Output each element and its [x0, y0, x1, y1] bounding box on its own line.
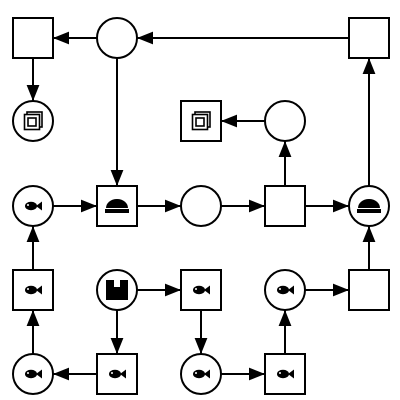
- square-node-n-r4-c3: [180, 269, 222, 311]
- notched-square-icon: [106, 280, 128, 300]
- fish-icon: [25, 201, 42, 211]
- fish-icon: [277, 285, 294, 295]
- edges-layer: [26, 31, 376, 381]
- square-node-n-r5-c2: [96, 353, 138, 395]
- dome-icon: [105, 199, 129, 213]
- stacked-squares-icon: [23, 111, 43, 131]
- circle-node-n-r5-c1: [12, 353, 54, 395]
- circle-node-n-r3-c5: [348, 185, 390, 227]
- fish-icon: [25, 285, 42, 295]
- fish-icon: [25, 369, 42, 379]
- circle-node-n-r2-left: [12, 100, 54, 142]
- square-node-n-r4-c5: [348, 269, 390, 311]
- fish-icon: [193, 369, 210, 379]
- square-node-n-r3-c2: [96, 185, 138, 227]
- fish-icon: [193, 285, 210, 295]
- circle-node-n-r2-right: [264, 100, 306, 142]
- square-node-n-r4-c1: [12, 269, 54, 311]
- circle-node-n-r4-c2: [96, 269, 138, 311]
- circle-node-n-top-mid: [96, 17, 138, 59]
- square-node-n-r2-mid: [180, 100, 222, 142]
- square-node-n-r3-c4: [264, 185, 306, 227]
- square-node-n-top-left: [12, 17, 54, 59]
- circle-node-n-r4-c4: [264, 269, 306, 311]
- square-node-n-top-right: [348, 17, 390, 59]
- stacked-squares-icon: [191, 111, 211, 131]
- fish-icon: [109, 369, 126, 379]
- fish-icon: [277, 369, 294, 379]
- square-node-n-r5-c4: [264, 353, 306, 395]
- circle-node-n-r3-c3: [180, 185, 222, 227]
- nodes-layer: [12, 17, 390, 395]
- dome-icon: [357, 199, 381, 213]
- circle-node-n-r3-c1: [12, 185, 54, 227]
- circle-node-n-r5-c3: [180, 353, 222, 395]
